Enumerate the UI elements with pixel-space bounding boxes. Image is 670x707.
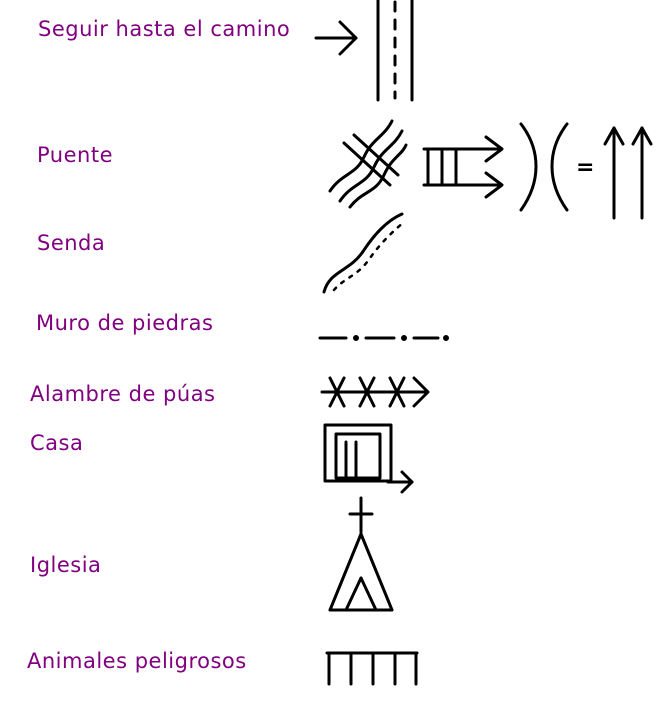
bridge-line bbox=[342, 141, 392, 187]
barbed-wire-symbol bbox=[320, 376, 430, 408]
label-alambre-puas: Alambre de púas bbox=[30, 382, 216, 406]
arrow-head bbox=[484, 171, 504, 199]
wall-dot bbox=[401, 335, 407, 341]
house-symbol bbox=[323, 423, 414, 494]
river-line bbox=[338, 129, 404, 203]
church-inner bbox=[359, 576, 378, 612]
bracket-right bbox=[550, 122, 569, 212]
church-inner bbox=[344, 576, 363, 612]
follow-road-symbol bbox=[314, 0, 414, 102]
arrow-head bbox=[338, 20, 358, 56]
church-side bbox=[359, 532, 394, 612]
bridge-line bbox=[352, 133, 400, 177]
barb bbox=[358, 376, 376, 408]
barb bbox=[328, 376, 346, 408]
church-side bbox=[328, 532, 363, 612]
house-outer bbox=[323, 423, 393, 483]
arrow-head bbox=[631, 126, 653, 146]
label-casa: Casa bbox=[30, 431, 84, 455]
arrow-head bbox=[400, 470, 414, 494]
label-animales-peligrosos: Animales peligrosos bbox=[27, 649, 247, 673]
bracket-left bbox=[519, 122, 538, 212]
trail-line bbox=[322, 212, 404, 294]
trail-symbol bbox=[322, 212, 406, 294]
wall-dot bbox=[353, 335, 359, 341]
dangerous-animals-symbol bbox=[325, 651, 419, 686]
bridge-brackets-symbol bbox=[519, 122, 569, 212]
bridge-arrow-symbol bbox=[422, 135, 504, 199]
wall-dot bbox=[443, 335, 449, 341]
label-senda: Senda bbox=[37, 231, 106, 255]
label-seguir-camino: Seguir hasta el camino bbox=[38, 17, 291, 41]
arrow-head bbox=[603, 126, 625, 146]
river-line bbox=[348, 143, 408, 209]
arrow-head bbox=[412, 376, 430, 408]
label-muro-piedras: Muro de piedras bbox=[36, 311, 214, 335]
river-line bbox=[328, 119, 394, 193]
trail-dots bbox=[332, 220, 406, 292]
stone-wall-symbol bbox=[318, 335, 449, 341]
house-inner bbox=[334, 432, 382, 480]
up-arrows-symbol bbox=[603, 126, 653, 220]
equals-sign: = bbox=[576, 155, 595, 180]
church-symbol bbox=[328, 496, 394, 612]
bridge-river-symbol bbox=[328, 119, 408, 209]
label-puente: Puente bbox=[37, 143, 113, 167]
arrow-head bbox=[484, 135, 504, 163]
label-iglesia: Iglesia bbox=[30, 553, 102, 577]
barb bbox=[388, 376, 406, 408]
